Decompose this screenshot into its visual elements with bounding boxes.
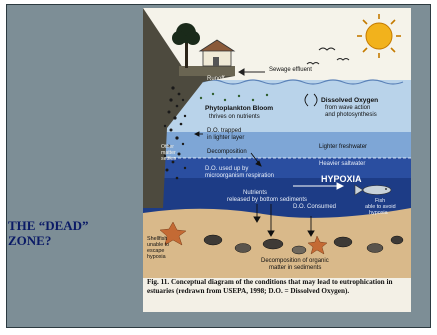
slide-title: THE “DEAD” ZONE?	[8, 218, 138, 248]
caption-label: Fig. 11.	[147, 278, 169, 286]
label-do-trapped2: in lighter layer	[207, 135, 244, 141]
label-do-used1: D.O. used up by	[205, 166, 248, 172]
label-do-sub2: and photosynthesis	[325, 112, 377, 118]
label-decomp-organic1: Decomposition of organic	[261, 258, 329, 264]
label-do-trapped1: D.O. trapped	[207, 128, 241, 134]
label-shellfish4: hypoxia	[147, 254, 166, 260]
label-phyto-title: Phytoplankton Bloom	[205, 105, 273, 112]
label-do-title: Dissolved Oxygen	[321, 97, 378, 104]
label-do-used2: microorganism respiration	[205, 173, 274, 179]
label-hypoxia: HYPOXIA	[321, 174, 362, 184]
label-other-matter3: settles	[161, 156, 176, 162]
figure-caption: Fig. 11. Conceptual diagram of the condi…	[147, 278, 409, 296]
label-decomp-organic2: matter in sediments	[269, 265, 321, 271]
label-decomposition: Decomposition	[207, 149, 247, 155]
label-do-consumed: D.O. Consumed	[293, 204, 336, 210]
label-nutrients1: Nutrients	[243, 190, 267, 196]
label-do-sub1: from wave action	[325, 105, 370, 111]
label-phyto-sub: thrives on nutrients	[209, 114, 260, 120]
diagram-illustration: Runoff Sewage effluent Phytoplankton Blo…	[143, 8, 411, 278]
label-fish3: hypoxia	[369, 210, 388, 216]
label-runoff: Runoff	[207, 76, 225, 82]
caption-text: Conceptual diagram of the conditions tha…	[147, 278, 392, 295]
label-heavier-salt: Heavier saltwater	[319, 161, 365, 167]
label-sewage: Sewage effluent	[269, 67, 312, 73]
label-lighter-fresh: Lighter freshwater	[319, 144, 367, 150]
eutrophication-diagram: Runoff Sewage effluent Phytoplankton Blo…	[143, 8, 411, 312]
label-nutrients2: released by bottom sediments	[227, 197, 307, 203]
